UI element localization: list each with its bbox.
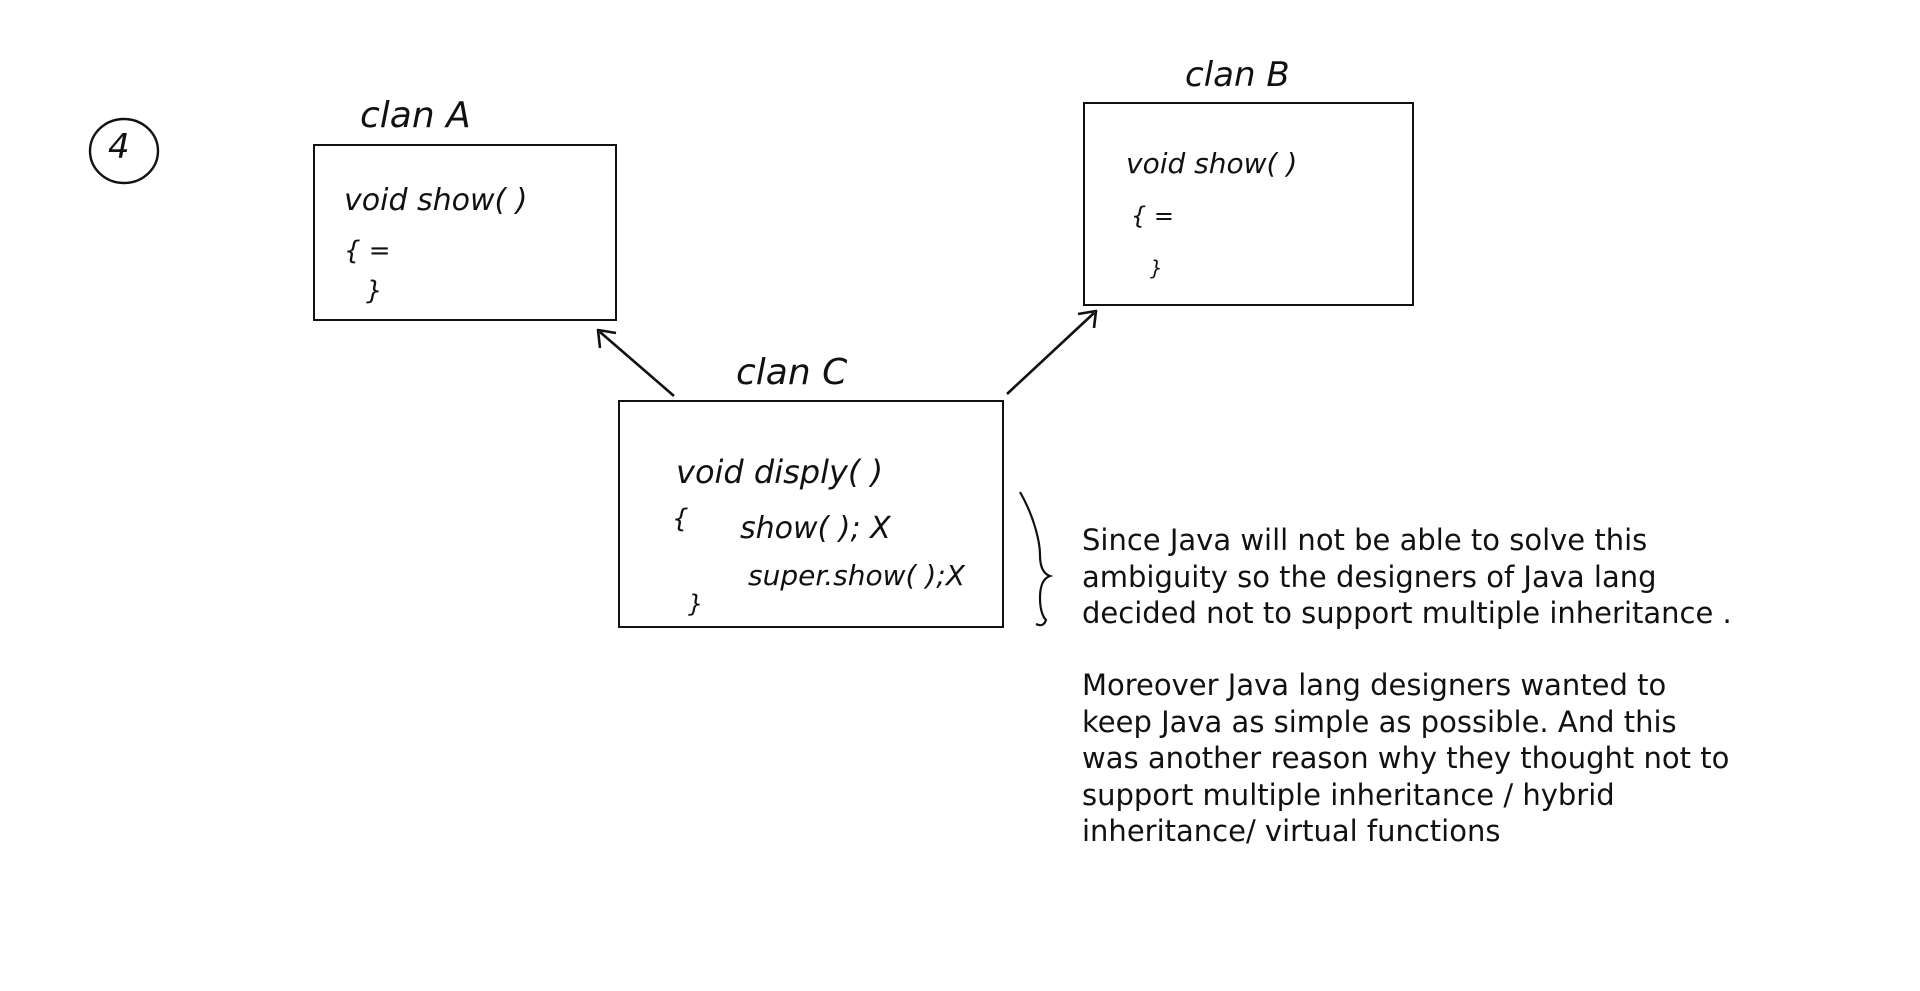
note-line: decided not to support multiple inherita… [1082, 596, 1732, 630]
class-a-method: void show( ) [344, 183, 528, 218]
note-paragraph-2: Moreover Java lang designers wanted to k… [1082, 667, 1802, 850]
note-line: inheritance/ virtual functions [1082, 814, 1501, 848]
inheritance-arrow-c-to-a [599, 331, 675, 397]
curly-brace [1019, 491, 1054, 627]
class-c-method: void disply( ) [676, 453, 884, 491]
class-a-close-brace: } [366, 276, 383, 306]
arrowhead-a [596, 328, 617, 349]
note-line: ambiguity so the designers of Java lang [1082, 559, 1657, 594]
page-number-circle [88, 117, 160, 185]
page-number: 4 [108, 127, 130, 167]
class-b-box [1083, 102, 1414, 306]
class-c-open-brace: { [672, 504, 689, 534]
note-line: Moreover Java lang designers wanted to [1082, 668, 1667, 702]
class-a-box [313, 144, 617, 321]
note-line: Since Java will not be able to solve thi… [1082, 523, 1648, 557]
note-line: support multiple inheritance / hybrid [1082, 777, 1615, 812]
class-b-method: void show( ) [1126, 147, 1298, 180]
class-b-close-brace: } [1150, 256, 1163, 280]
note-paragraph-1: Since Java will not be able to solve thi… [1082, 522, 1802, 632]
arrowhead-b [1077, 309, 1098, 329]
note-line: was another reason why they thought not … [1082, 741, 1730, 775]
inheritance-arrow-c-to-b [1006, 312, 1095, 395]
class-c-box [618, 400, 1004, 628]
class-b-open-brace: { = [1131, 202, 1175, 230]
class-a-title: clan A [360, 95, 471, 136]
note-line: keep Java as simple as possible. And thi… [1082, 704, 1677, 739]
class-c-call-2: super.show( );X [748, 559, 965, 592]
class-b-title: clan B [1185, 55, 1290, 95]
class-c-title: clan C [736, 352, 848, 393]
class-a-open-brace: { = [344, 236, 391, 266]
class-c-call-1: show( ); X [740, 511, 891, 546]
class-c-close-brace: } [688, 590, 704, 618]
